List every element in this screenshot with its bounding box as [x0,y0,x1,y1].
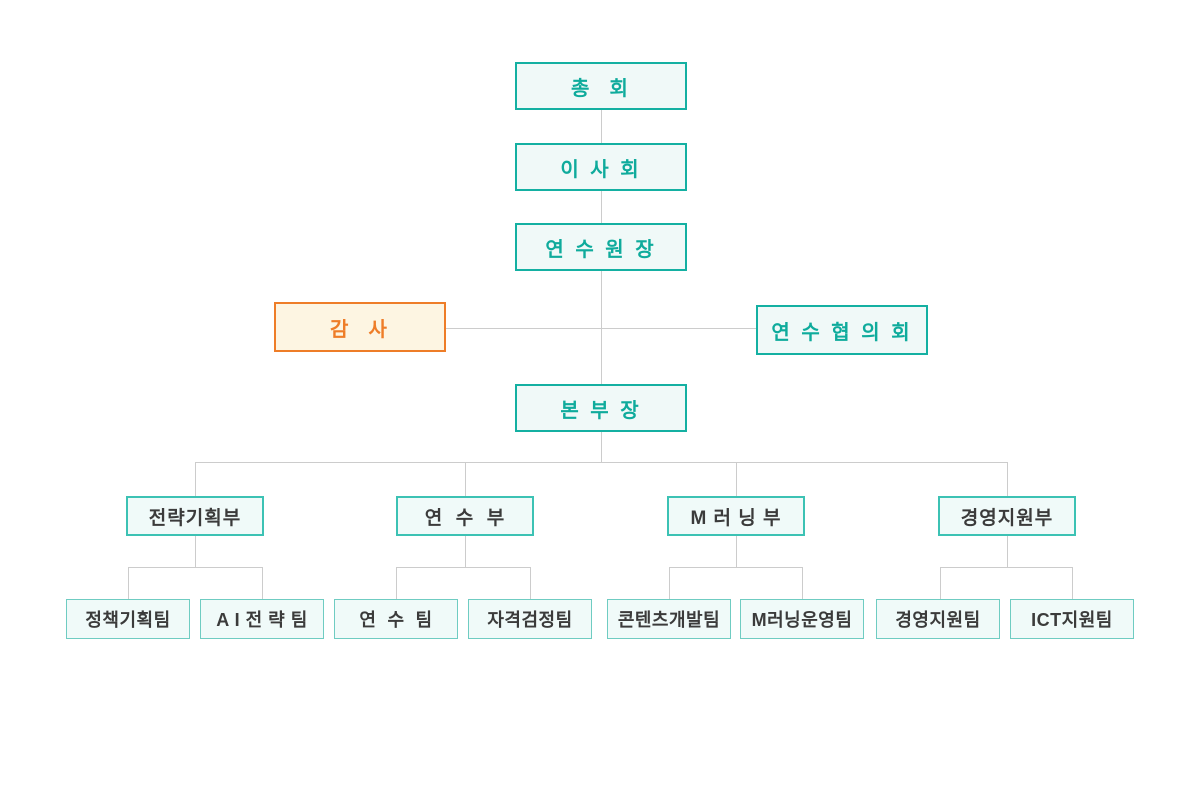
org-node-team-content-development: 콘텐츠개발팀 [607,599,731,639]
org-node-team-training: 연 수 팀 [334,599,458,639]
connector-line [396,567,530,568]
connector-line [601,432,602,462]
org-node-dept-management-support: 경영지원부 [938,496,1076,536]
connector-line [195,462,196,496]
connector-line [736,536,737,567]
org-node-team-m-learning-operation: M러닝운영팀 [740,599,864,639]
org-node-headquarters-head: 본 부 장 [515,384,687,432]
connector-line [195,536,196,567]
connector-line [601,191,602,223]
connector-line [465,462,466,496]
connector-line [1007,462,1008,496]
org-node-dept-m-learning: M 러 닝 부 [667,496,805,536]
connector-line [465,536,466,567]
connector-line [195,462,1007,463]
org-node-training-council: 연 수 협 의 회 [756,305,928,355]
connector-line [669,567,802,568]
connector-line [1072,567,1073,599]
connector-line [802,567,803,599]
connector-line [128,567,129,599]
connector-line [1007,536,1008,567]
connector-line [669,567,670,599]
connector-line [446,328,756,329]
org-node-dept-training: 연 수 부 [396,496,534,536]
connector-line [396,567,397,599]
connector-line [601,110,602,143]
org-node-audit: 감 사 [274,302,446,352]
connector-line [601,271,602,384]
org-node-board-of-directors: 이 사 회 [515,143,687,191]
org-node-general-assembly: 총 회 [515,62,687,110]
org-node-institute-director: 연 수 원 장 [515,223,687,271]
connector-line [530,567,531,599]
org-node-dept-strategy-planning: 전략기획부 [126,496,264,536]
org-node-team-management-support: 경영지원팀 [876,599,1000,639]
org-node-team-ai-strategy: A I 전 략 팀 [200,599,324,639]
connector-line [128,567,262,568]
connector-line [736,462,737,496]
org-node-team-ict-support: ICT지원팀 [1010,599,1134,639]
connector-line [940,567,941,599]
org-node-team-policy-planning: 정책기획팀 [66,599,190,639]
connector-line [940,567,1072,568]
org-node-team-qualification-testing: 자격검정팀 [468,599,592,639]
connector-line [262,567,263,599]
